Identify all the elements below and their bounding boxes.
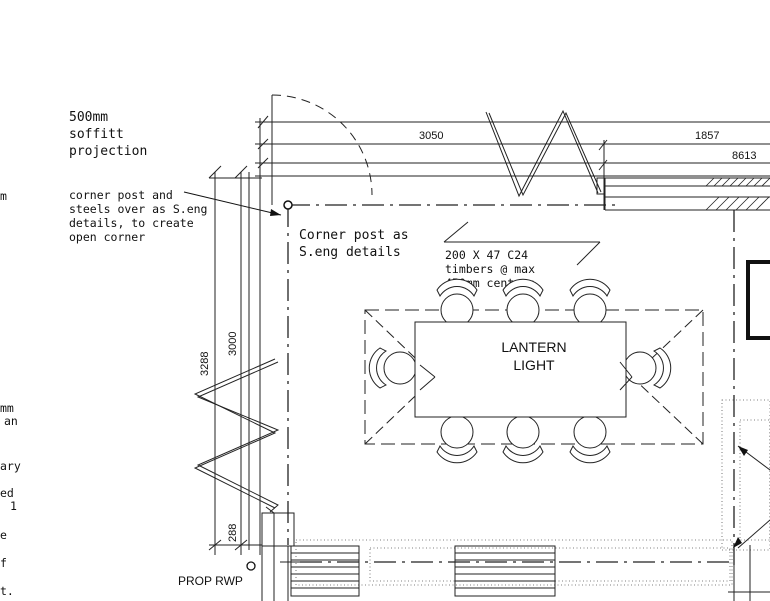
chair-bottom-1 — [436, 415, 478, 464]
bottom-right-corner — [728, 445, 770, 601]
corner-post-marker — [283, 200, 293, 210]
chair-bottom-2 — [502, 415, 544, 464]
existing-wall-top-right — [604, 177, 770, 211]
right-arrowhead-bottom — [733, 537, 742, 548]
left-dimension-lines — [208, 118, 262, 555]
top-dimension-lines — [255, 115, 770, 210]
prop-rwp-label: PROP RWP — [178, 574, 243, 588]
fragment-7: e — [0, 528, 7, 542]
timbers-note-line-1: 200 X 47 C24 — [445, 248, 528, 262]
chair-top-3 — [569, 278, 611, 327]
fragment-2: mm — [0, 401, 14, 415]
fragment-1: m — [0, 189, 7, 203]
chair-top-1 — [436, 278, 478, 327]
corner-post-note-line-1: Corner post as — [299, 228, 409, 243]
soffit-note-line-2: soffitt — [69, 127, 124, 142]
bottom-left-post — [261, 506, 295, 601]
corner-post-note-line-2: S.eng details — [299, 245, 401, 260]
fragment-5: ed — [0, 486, 14, 500]
right-arrowhead-top — [738, 446, 748, 456]
soffit-note: 500mm soffitt projection — [69, 110, 147, 159]
corner-left-line-4: open corner — [69, 230, 145, 244]
left-cutoff-notes: m mm an ary ed 1 e f t. — [0, 189, 21, 598]
dimension-8613: 8613 — [732, 150, 756, 162]
dotted-paving — [295, 399, 770, 586]
corner-door-swing — [271, 94, 373, 205]
lantern-label-line-2: LIGHT — [513, 357, 555, 373]
fragment-9: t. — [0, 584, 14, 598]
bottom-steps — [290, 545, 556, 597]
lantern-inner-hips — [419, 361, 633, 391]
corner-left-line-2: steels over as S.eng — [69, 202, 207, 216]
extension-outline — [287, 204, 735, 565]
soffit-note-line-3: projection — [69, 144, 147, 159]
dimension-1857: 1857 — [695, 130, 719, 142]
timbers-note-line-2: timbers @ max — [445, 262, 535, 276]
soffit-note-line-1: 500mm — [69, 110, 108, 125]
corner-left-line-3: details, to create — [69, 216, 194, 230]
leader-line-corner — [183, 191, 282, 216]
top-bifold-doors — [485, 109, 606, 198]
dimension-3000: 3000 — [227, 332, 239, 356]
corner-post-left-note: corner post and steels over as S.eng det… — [69, 188, 207, 244]
fragment-4: ary — [0, 459, 21, 473]
rainwater-pipe-symbol — [246, 561, 256, 571]
fragment-6: 1 — [10, 499, 17, 513]
dimension-288: 288 — [227, 524, 239, 542]
dimension-3288: 3288 — [199, 352, 211, 376]
chair-bottom-3 — [569, 415, 611, 464]
chair-top-2 — [502, 278, 544, 327]
lantern-label-line-1: LANTERN — [501, 339, 566, 355]
chair-left — [368, 347, 417, 389]
right-window-frame — [746, 260, 770, 340]
left-bifold-doors — [193, 358, 280, 513]
leader-arrowhead — [270, 209, 281, 216]
lantern-light-table — [414, 321, 627, 418]
corner-left-line-1: corner post and — [69, 188, 173, 202]
fragment-3: an — [4, 414, 18, 428]
timbers-leader — [443, 221, 601, 266]
chair-right — [623, 347, 672, 389]
dimension-3050: 3050 — [419, 130, 443, 142]
fragment-8: f — [0, 556, 7, 570]
